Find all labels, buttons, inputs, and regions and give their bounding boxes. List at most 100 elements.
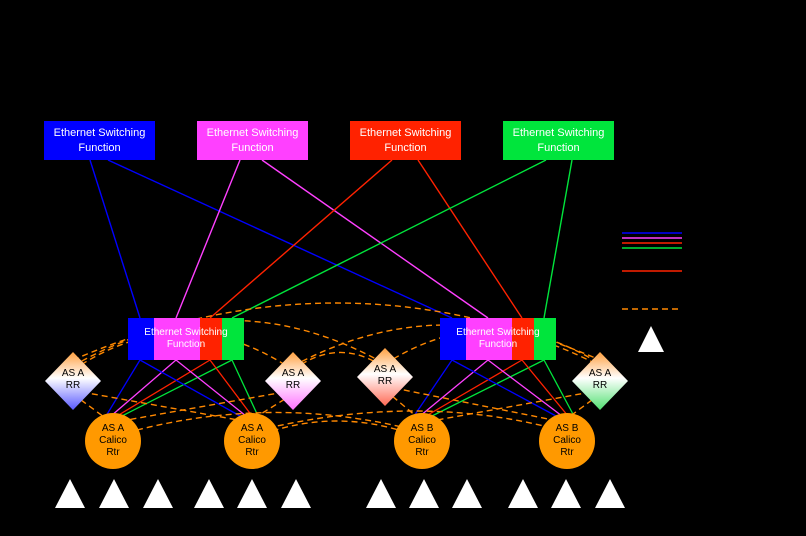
link-line — [521, 359, 569, 417]
link-line — [209, 359, 253, 417]
link-line — [431, 359, 545, 417]
link-line — [261, 159, 489, 319]
fabric-segment-magenta — [154, 318, 200, 360]
bgp-session-line — [568, 393, 601, 418]
bgp-session-line — [262, 420, 412, 435]
rr-label-line2: RR — [285, 380, 301, 391]
router-links-layer — [105, 359, 575, 417]
router-label-1: AS A Calico Rtr — [83, 423, 143, 459]
link-line — [417, 159, 523, 319]
bgp-session-line — [384, 389, 418, 418]
router-label-2: AS A Calico Rtr — [222, 423, 282, 459]
link-line — [209, 159, 393, 319]
esf-switch-green: Ethernet Switching Function — [503, 121, 614, 160]
router-label-line1: AS B — [410, 423, 434, 434]
link-line — [110, 359, 177, 417]
router-label-line1: AS B — [555, 423, 579, 434]
bgp-session-line — [436, 391, 592, 421]
rr-label-2: AS A RR — [265, 367, 321, 393]
router-label-4: AS B Calico Rtr — [537, 423, 597, 459]
host-triangle — [508, 479, 538, 508]
host-triangle — [143, 479, 173, 508]
link-line — [413, 359, 453, 417]
rr-label-4: AS A RR — [572, 367, 628, 393]
link-line — [116, 359, 211, 417]
rr-label-line1: AS A — [281, 368, 305, 379]
esf-label-line1: Ethernet Switching — [512, 127, 605, 140]
bgp-session-line — [126, 391, 285, 421]
rr-label-line1: AS A — [588, 368, 612, 379]
link-line — [231, 359, 259, 417]
link-line — [231, 159, 547, 319]
legend — [622, 232, 682, 352]
esf-label-line2: Function — [537, 141, 580, 154]
esf-label-line1: Ethernet Switching — [456, 326, 540, 338]
esf-label-line2: Function — [478, 339, 518, 350]
link-line — [139, 359, 241, 417]
rr-label-line2: RR — [592, 380, 608, 391]
host-triangle — [281, 479, 311, 508]
rr-label-1: AS A RR — [45, 367, 101, 393]
bgp-session-line — [267, 410, 553, 429]
link-line — [451, 359, 557, 417]
host-triangle — [409, 479, 439, 508]
link-line — [89, 159, 141, 319]
esf-switch-blue: Ethernet Switching Function — [44, 121, 155, 160]
plane-links-layer — [89, 159, 573, 319]
fabric-segment-green — [534, 318, 556, 360]
esf-switch-red: Ethernet Switching Function — [350, 121, 461, 160]
fabric-switch-right: Ethernet Switching Function — [440, 318, 556, 360]
link-line — [175, 159, 241, 319]
router-label-3: AS B Calico Rtr — [392, 423, 452, 459]
fabric-segment-blue — [128, 318, 154, 360]
host-triangles-layer — [55, 479, 625, 508]
rr-diamonds-layer — [45, 348, 628, 410]
bgp-session-line — [72, 393, 105, 418]
esf-label-line1: Ethernet Switching — [53, 127, 146, 140]
bgp-session-line — [136, 411, 407, 431]
rr-label-line2: RR — [377, 376, 393, 387]
legend-host-triangle — [638, 326, 664, 352]
host-triangle — [55, 479, 85, 508]
rr-label-line1: AS A — [61, 368, 85, 379]
rr-diamond-blue — [45, 352, 101, 410]
link-line — [419, 359, 489, 417]
host-triangle — [194, 479, 224, 508]
bgp-session-line — [72, 332, 294, 371]
router-circles-layer — [85, 413, 595, 469]
router-label-line1: AS A — [101, 423, 125, 434]
rr-label-line2: RR — [65, 380, 81, 391]
router-label-line3: Rtr — [415, 447, 429, 458]
fabric-segment-blue — [440, 318, 466, 360]
esf-label-line1: Ethernet Switching — [206, 127, 299, 140]
router-label-line3: Rtr — [560, 447, 574, 458]
host-triangle — [551, 479, 581, 508]
rr-label-line1: AS A — [373, 364, 397, 375]
link-line — [543, 159, 573, 319]
fabric-segment-green — [222, 318, 244, 360]
rr-label-3: AS A RR — [357, 363, 413, 389]
esf-label-line2: Function — [78, 141, 121, 154]
link-line — [487, 359, 563, 417]
router-label-line2: Calico — [99, 435, 127, 446]
router-label-line2: Calico — [238, 435, 266, 446]
bgp-session-line — [81, 391, 239, 421]
host-triangle — [366, 479, 396, 508]
host-triangle — [99, 479, 129, 508]
fabric-segment-red — [512, 318, 534, 360]
router-label-line3: Rtr — [245, 447, 259, 458]
host-triangle — [237, 479, 267, 508]
esf-label-line2: Function — [384, 141, 427, 154]
router-circle-4 — [539, 413, 595, 469]
fabric-switch-label: Ethernet Switching Function — [128, 318, 244, 360]
router-label-line3: Rtr — [106, 447, 120, 458]
rr-diamond-red — [357, 348, 413, 406]
link-line — [543, 359, 575, 417]
link-line — [121, 359, 233, 417]
fabric-switch-label: Ethernet Switching Function — [440, 318, 556, 360]
fabric-segment-red — [200, 318, 222, 360]
router-circle-2 — [224, 413, 280, 469]
host-triangle — [595, 479, 625, 508]
